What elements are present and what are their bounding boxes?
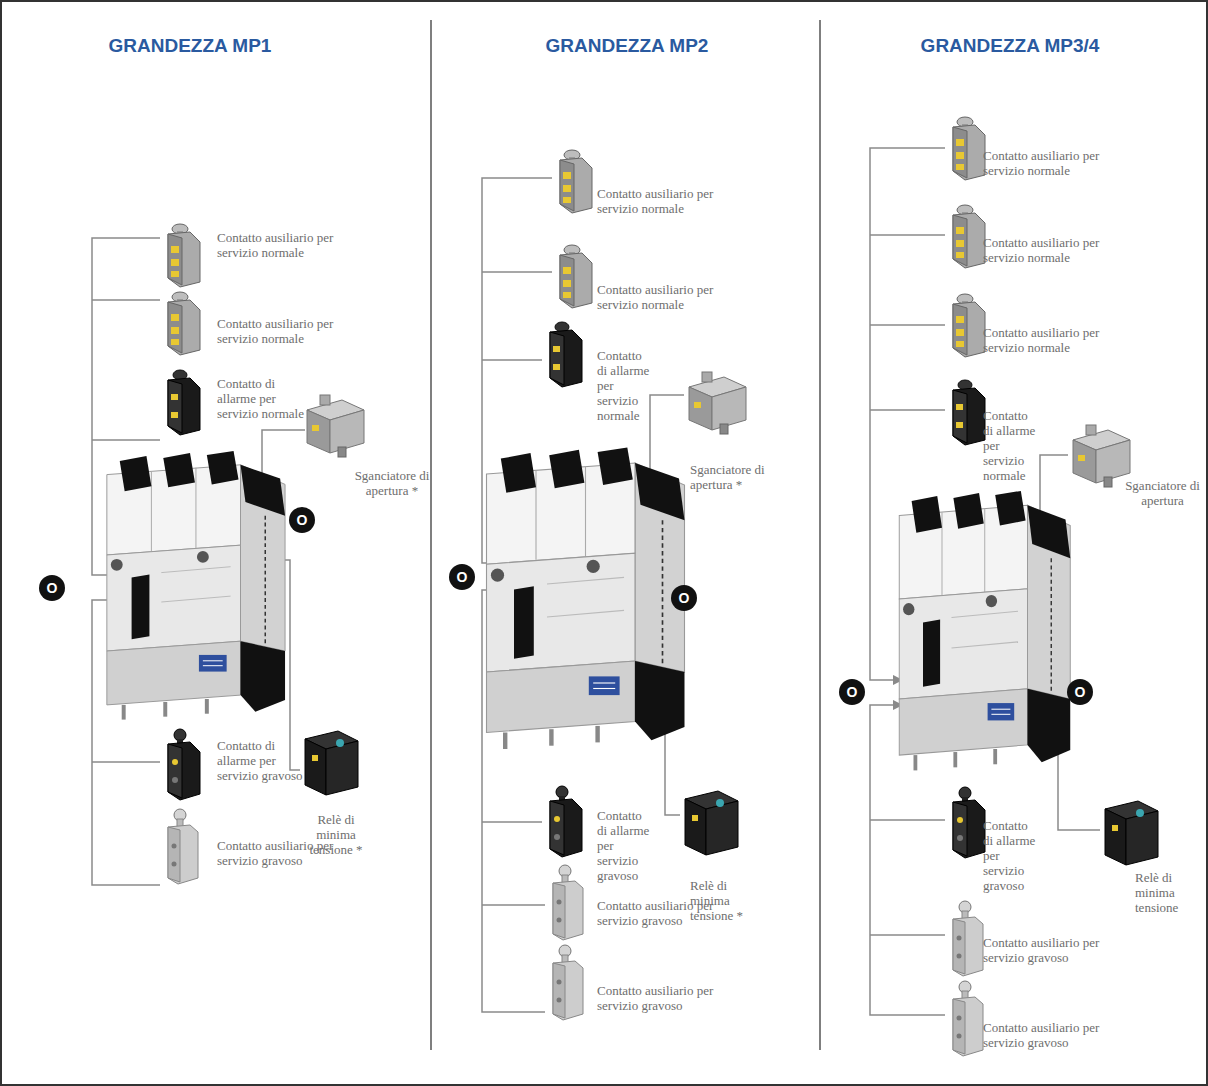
auxiliary-contact — [168, 292, 200, 355]
column-heading: GRANDEZZA MP3/4 — [860, 34, 1160, 58]
callout-letter: O — [679, 591, 690, 605]
part-label: Contatto ausiliario per servizio gravoso — [983, 1020, 1108, 1050]
part-label: Contatto di allarme per servizio normale — [597, 348, 652, 423]
column-heading: GRANDEZZA MP2 — [477, 34, 777, 58]
part-label: Contatto ausiliario per servizio normale — [217, 316, 342, 346]
circuit-breaker — [899, 491, 1070, 770]
auxiliary-contact — [553, 945, 583, 1020]
alarm-contact — [550, 322, 582, 387]
part-label: Contatto ausiliario per servizio normale — [217, 230, 342, 260]
part-label: Sganciatore di apertura * — [348, 468, 436, 498]
callout-circle: O — [39, 575, 65, 601]
part-label: Contatto di allarme per servizio gravoso — [983, 818, 1038, 893]
alarm-contact — [953, 380, 985, 445]
callout-letter: O — [297, 513, 308, 527]
callout-letter: O — [47, 581, 58, 595]
alarm-contact — [168, 370, 200, 435]
auxiliary-contact — [953, 205, 985, 268]
part-label: Contatto di allarme per servizio normale — [983, 408, 1038, 483]
leader-lines — [870, 148, 1100, 1015]
part-label: Contatto ausiliario per servizio normale — [597, 186, 722, 216]
callout-letter: O — [1075, 685, 1086, 699]
part-label: Contatto ausiliario per servizio gravoso — [983, 935, 1108, 965]
column-divider — [819, 20, 821, 1050]
auxiliary-contact — [560, 245, 592, 308]
shunt-release — [307, 395, 364, 457]
callout-circle: O — [671, 585, 697, 611]
auxiliary-contact — [560, 150, 592, 213]
shunt-release — [689, 372, 746, 434]
alarm-contact — [953, 787, 985, 858]
shunt-release — [1073, 425, 1130, 487]
part-label: Contatto ausiliario per servizio normale — [597, 282, 722, 312]
part-label: Contatto di allarme per servizio normale — [217, 376, 307, 421]
auxiliary-contact — [953, 117, 985, 180]
undervoltage-relay — [305, 731, 358, 795]
part-label: Sganciatore di apertura — [1125, 478, 1200, 508]
callout-letter: O — [457, 570, 468, 584]
undervoltage-relay — [685, 791, 738, 855]
alarm-contact — [550, 786, 582, 857]
circuit-breaker — [487, 448, 685, 749]
part-label: Contatto ausiliario per servizio normale — [983, 235, 1108, 265]
part-label: Sganciatore di apertura * — [690, 462, 780, 492]
auxiliary-contact — [953, 981, 983, 1056]
part-label: Contatto ausiliario per servizio gravoso — [217, 838, 342, 868]
part-label: Relè di minima tensione — [1135, 870, 1197, 915]
column-divider — [430, 20, 432, 1050]
callout-circle: O — [289, 507, 315, 533]
alarm-contact — [168, 729, 200, 800]
callout-circle: O — [839, 679, 865, 705]
callout-letter: O — [847, 685, 858, 699]
part-label: Contatto di allarme per servizio gravoso — [597, 808, 652, 883]
callout-circle: O — [1067, 679, 1093, 705]
auxiliary-contact — [953, 294, 985, 357]
auxiliary-contact — [168, 224, 200, 287]
auxiliary-contact — [168, 809, 198, 884]
callout-circle: O — [449, 564, 475, 590]
part-label: Contatto di allarme per servizio gravoso — [217, 738, 307, 783]
part-label: Contatto ausiliario per servizio normale — [983, 325, 1108, 355]
circuit-breaker — [107, 451, 285, 720]
part-label: Contatto ausiliario per servizio normale — [983, 148, 1108, 178]
auxiliary-contact — [553, 865, 583, 940]
column-heading: GRANDEZZA MP1 — [40, 34, 340, 58]
part-label: Contatto ausiliario per servizio gravoso — [597, 983, 722, 1013]
undervoltage-relay — [1105, 801, 1158, 865]
auxiliary-contact — [953, 901, 983, 976]
part-label: Contatto ausiliario per servizio gravoso — [597, 898, 722, 928]
